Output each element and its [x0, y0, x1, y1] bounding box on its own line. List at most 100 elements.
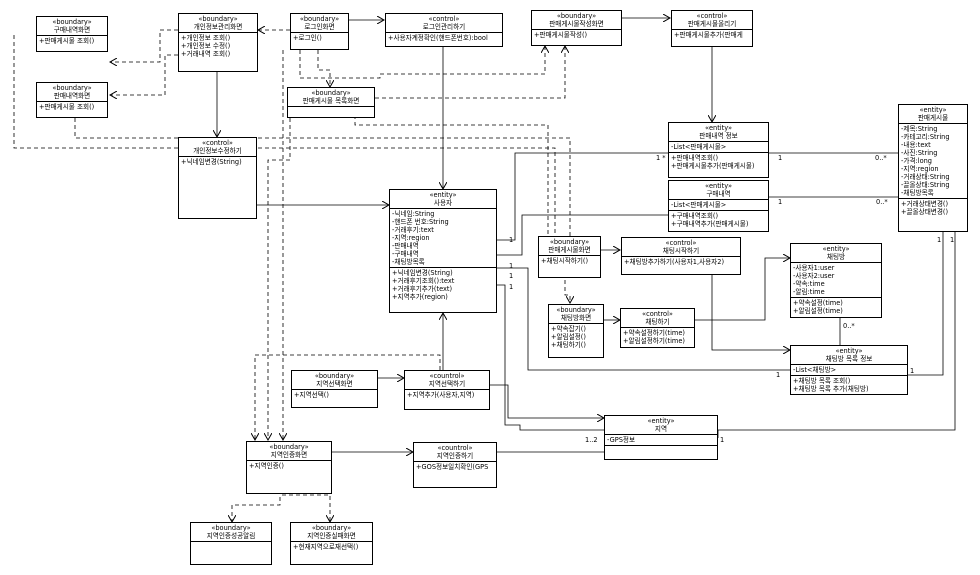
operation: +지역선택() — [294, 391, 329, 399]
class-login-control: «control»로그인관리하기 +사용자계정확인(핸드폰번호):bool — [385, 13, 503, 47]
class-name: 지역인증화면 — [270, 451, 308, 459]
stereotype: «boundary» — [299, 15, 340, 23]
stereotype: «entity» — [835, 347, 863, 355]
attribute: -List<판매게시물> — [671, 143, 727, 151]
stereotype: «control» — [202, 139, 233, 147]
class-post-upload-control: «control»판매게시물올리기 +판매게시물추가(판매게 — [671, 10, 753, 47]
multiplicity-label: 1 — [509, 236, 514, 244]
class-name: 판매게시물 목록화면 — [302, 97, 360, 105]
multiplicity-label: 1 — [509, 272, 514, 280]
stereotype: «entity» — [704, 124, 733, 132]
operation: +약속잡기() — [551, 325, 586, 333]
operation: +개인정보 조회() — [181, 34, 231, 42]
class-name: 판매내역화면 — [53, 92, 91, 100]
class-region-auth-control: «countrol»지역인증하기 +GOS정보일치확인(GPS — [413, 442, 497, 488]
attribute: -거래후기:text — [392, 226, 434, 234]
class-region-select-screen: «boundary»지역선택화면 +지역선택() — [291, 370, 378, 408]
multiplicity-label: 1 — [778, 154, 783, 162]
class-region-select-control: «countrol»지역선택하기 +지역추가(사용자,지역) — [404, 370, 490, 410]
class-name: 채팅하기 — [645, 318, 670, 326]
multiplicity-label: 1 — [778, 198, 783, 206]
stereotype: «entity» — [704, 182, 733, 190]
operation: +판매내역조회() — [671, 154, 719, 162]
operation: +판매게시물추가(판매게시물) — [671, 162, 755, 170]
operation: +알림설정하기(time) — [623, 337, 685, 345]
operation: +채팅방 목록 추가(채팅방) — [793, 385, 869, 393]
attribute: -채팅방목록 — [901, 189, 934, 197]
class-name: 개인정보수정하기 — [193, 147, 242, 155]
attribute: -판매내역 — [392, 242, 419, 250]
stereotype: «boundary» — [314, 372, 355, 380]
class-name: 판매게시물 — [917, 114, 949, 122]
multiplicity-label: 1 — [910, 367, 915, 375]
class-name: 구매내역화면 — [53, 26, 91, 34]
stereotype: «control» — [428, 15, 460, 23]
class-purchase-history-screen: «boundary»구매내역화면 +판매게시물 조회() — [36, 16, 108, 52]
multiplicity-label: 1 — [720, 436, 725, 444]
attribute: -지역:region — [901, 165, 939, 173]
operation: +닉네임변경(String) — [392, 269, 453, 277]
solid-associations — [217, 18, 956, 452]
class-name: 로그인관리하기 — [422, 23, 466, 31]
operation: +거래후기추가(text) — [392, 285, 453, 293]
attribute: -구매내역 — [392, 250, 419, 258]
stereotype: «boundary» — [311, 89, 351, 97]
operation: +채팅방추가하기(사용자1,사용자2) — [624, 258, 725, 266]
stereotype: «control» — [665, 239, 697, 247]
attribute: -제목:String — [901, 125, 938, 133]
class-chat-start-control: «control»채팅시작하기 +채팅방추가하기(사용자1,사용자2) — [621, 237, 741, 275]
class-name: 로그인화면 — [304, 23, 335, 31]
operation: +알림설정(time) — [793, 307, 843, 315]
attribute: -핸드폰 번호:String — [392, 218, 449, 226]
attribute: -사용자1:user — [793, 264, 835, 272]
class-post-list-screen: «boundary»판매게시물 목록화면 — [287, 87, 375, 118]
operation: +거래상태변경() — [901, 200, 949, 208]
class-name: 판매게시물작성화면 — [549, 20, 604, 28]
class-region-auth-screen: «boundary»지역인증화면 +지역인증() — [246, 441, 332, 494]
attribute: -List<채팅방> — [793, 366, 837, 374]
stereotype: «boundary» — [556, 12, 597, 20]
multiplicity-label: 1 * — [656, 154, 666, 162]
multiplicity-label: 0..* — [876, 198, 888, 206]
operation: +사용자계정확인(핸드폰번호):bool — [388, 34, 488, 42]
class-sales-history-screen: «boundary»판매내역화면 +판매게시물 조회() — [36, 82, 108, 118]
operation: +판매게시물추가(판매게 — [674, 31, 743, 39]
multiplicity-label: 1 — [509, 283, 514, 291]
class-post-detail-screen: «boundary»판매게시물화면 +채팅시작하기() — [538, 236, 601, 278]
operation: +GOS정보일치확인(GPS — [416, 463, 489, 471]
stereotype: «countrol» — [429, 372, 465, 380]
class-region-entity: «entity»지역 -GPS정보 — [604, 415, 718, 460]
class-chatroom-list-info: «entity»채팅방 목록 정보 -List<채팅방> +채팅방 목록 조회(… — [790, 345, 908, 395]
operation: +채팅시작하기() — [541, 257, 589, 265]
class-name: 구매내역 — [706, 190, 731, 198]
class-purchase-info: «entity»구매내역 -List<판매게시물> +구매내역조회() +구매내… — [668, 180, 769, 232]
multiplicity-label: 1..2 — [585, 436, 598, 444]
attribute: -List<판매게시물> — [671, 201, 727, 209]
class-name: 채팅방 목록 정보 — [825, 355, 873, 363]
operation: +채팅방 목록 조회() — [793, 377, 851, 385]
attribute: -내용:text — [901, 141, 931, 149]
attribute: -알림:time — [793, 288, 825, 296]
stereotype: «boundary» — [269, 443, 309, 451]
operation: +거래후기조회():text — [392, 277, 455, 285]
class-user-entity: «entity»사용자 -닉네임:String -핸드폰 번호:String -… — [389, 189, 497, 313]
operation: +개인정보 수정() — [181, 42, 231, 50]
attribute: -가격:long — [901, 157, 932, 165]
operation: +지역인증() — [249, 462, 284, 470]
stereotype: «boundary» — [311, 524, 352, 532]
stereotype: «entity» — [429, 191, 457, 199]
class-name: 판매게시물화면 — [548, 246, 591, 254]
operation: +판매게시물 조회() — [39, 103, 95, 111]
class-name: 지역인증성공알림 — [206, 532, 256, 540]
class-name: 지역선택화면 — [316, 380, 353, 388]
class-name: 판매내역 정보 — [699, 132, 738, 140]
operation: +알림설정() — [551, 333, 586, 341]
operation: +현재지역으로재선택() — [293, 543, 359, 551]
stereotype: «entity» — [647, 417, 675, 425]
attribute: -사용자2:user — [793, 272, 835, 280]
multiplicity-label: 0..* — [875, 154, 887, 162]
dashed-dependencies — [13, 30, 570, 522]
class-name: 지역인증하기 — [436, 452, 474, 460]
